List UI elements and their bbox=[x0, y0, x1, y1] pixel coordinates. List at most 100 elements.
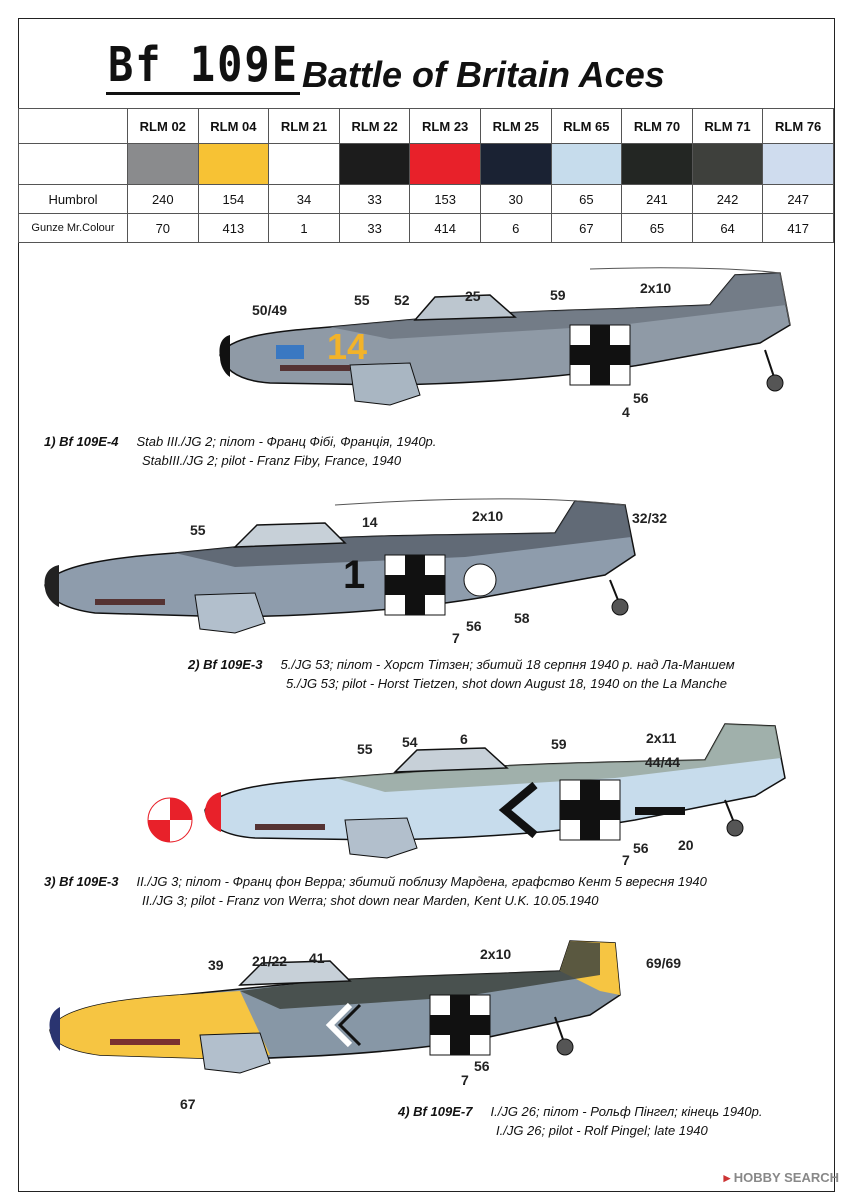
paint-name: RLM 65 bbox=[550, 108, 623, 144]
callout: 59 bbox=[551, 736, 567, 752]
gunze-code: 64 bbox=[691, 213, 764, 243]
watermark-icon: ▸ bbox=[723, 1170, 731, 1185]
caption-en: StabIII./JG 2; pilot - Franz Fiby, Franc… bbox=[142, 453, 402, 468]
callout: 2x10 bbox=[480, 946, 512, 962]
color-swatch bbox=[127, 143, 199, 185]
paint-name: RLM 02 bbox=[127, 108, 199, 144]
callout: 41 bbox=[309, 950, 325, 966]
humbrol-label: Humbrol bbox=[18, 184, 128, 214]
color-swatch bbox=[409, 143, 481, 185]
gunze-label: Gunze Mr.Colour bbox=[18, 213, 128, 243]
color-swatch bbox=[550, 143, 623, 185]
caption-uk: II./JG 3; пілот - Франц фон Верра; збити… bbox=[136, 874, 707, 889]
caption-uk: I./JG 26; пілот - Рольф Пінгел; кінець 1… bbox=[490, 1104, 763, 1119]
aircraft-4-caption: 4) Bf 109E-7 I./JG 26; пілот - Рольф Пін… bbox=[398, 1102, 762, 1140]
humbrol-code: 242 bbox=[691, 184, 764, 214]
callout: 4 bbox=[622, 404, 630, 420]
paint-name: RLM 71 bbox=[691, 108, 764, 144]
color-swatch bbox=[691, 143, 764, 185]
humbrol-code: 34 bbox=[268, 184, 340, 214]
gunze-code: 65 bbox=[621, 213, 693, 243]
aircraft-3-caption: 3) Bf 109E-3 II./JG 3; пілот - Франц фон… bbox=[44, 872, 707, 910]
callout: 69/69 bbox=[646, 955, 682, 971]
humbrol-code: 154 bbox=[197, 184, 270, 214]
callout: 6 bbox=[460, 731, 468, 747]
model-logo: Bf 109E bbox=[108, 36, 300, 93]
gunze-code: 33 bbox=[338, 213, 411, 243]
caption-variant: 4) Bf 109E-7 bbox=[398, 1104, 473, 1119]
callout: 7 bbox=[461, 1072, 469, 1088]
paint-swatch-row bbox=[18, 143, 834, 185]
callout: 2x10 bbox=[640, 280, 672, 296]
gunze-code: 67 bbox=[550, 213, 623, 243]
paint-name: RLM 22 bbox=[338, 108, 411, 144]
callout: 55 bbox=[354, 292, 370, 308]
callout: 56 bbox=[633, 840, 649, 856]
callout: 14 bbox=[362, 514, 378, 530]
caption-uk: 5./JG 53; пілот - Хорст Тітзен; збитий 1… bbox=[280, 657, 735, 672]
callout: 58 bbox=[514, 610, 530, 626]
paint-name: RLM 76 bbox=[762, 108, 834, 144]
humbrol-code: 241 bbox=[621, 184, 693, 214]
gunze-code: 1 bbox=[268, 213, 340, 243]
caption-en: 5./JG 53; pilot - Horst Tietzen, shot do… bbox=[286, 676, 727, 691]
color-swatch bbox=[197, 143, 270, 185]
aircraft-1-profile bbox=[219, 267, 791, 406]
paint-name: RLM 25 bbox=[479, 108, 552, 144]
color-swatch bbox=[338, 143, 411, 185]
humbrol-code: 153 bbox=[409, 184, 481, 214]
callout: 59 bbox=[550, 287, 566, 303]
gunze-code: 413 bbox=[197, 213, 270, 243]
gunze-row: Gunze Mr.Colour 70 413 1 33 414 6 67 65 … bbox=[18, 213, 834, 243]
fuselage-code-2: 1 bbox=[343, 553, 366, 597]
callout: 7 bbox=[452, 630, 460, 646]
callout: 32/32 bbox=[632, 510, 668, 526]
humbrol-code: 33 bbox=[338, 184, 411, 214]
paint-name: RLM 70 bbox=[621, 108, 693, 144]
paint-name: RLM 21 bbox=[268, 108, 340, 144]
callout: 44/44 bbox=[645, 754, 681, 770]
callout: 54 bbox=[402, 734, 418, 750]
page-title: Battle of Britain Aces bbox=[302, 54, 665, 95]
callout: 55 bbox=[357, 741, 373, 757]
humbrol-code: 65 bbox=[550, 184, 623, 214]
fuselage-code-1: 14 bbox=[327, 326, 368, 367]
callout: 52 bbox=[394, 292, 410, 308]
callout: 55 bbox=[190, 522, 206, 538]
paint-name-row: RLM 02 RLM 04 RLM 21 RLM 22 RLM 23 RLM 2… bbox=[18, 108, 834, 144]
callout: 56 bbox=[474, 1058, 490, 1074]
humbrol-code: 247 bbox=[762, 184, 834, 214]
callout: 50/49 bbox=[252, 302, 288, 318]
caption-variant: 1) Bf 109E-4 bbox=[44, 434, 119, 449]
aircraft-3-profile bbox=[147, 723, 786, 859]
caption-en: II./JG 3; pilot - Franz von Werra; shot … bbox=[142, 893, 599, 908]
paint-name: RLM 23 bbox=[409, 108, 481, 144]
paint-table: RLM 02 RLM 04 RLM 21 RLM 22 RLM 23 RLM 2… bbox=[18, 108, 834, 243]
aircraft-2-caption: 2) Bf 109E-3 5./JG 53; пілот - Хорст Тіт… bbox=[188, 655, 735, 693]
callout: 39 bbox=[208, 957, 224, 973]
callout: 20 bbox=[678, 837, 694, 853]
color-swatch bbox=[762, 143, 834, 185]
aircraft-4-profile bbox=[49, 940, 621, 1074]
aircraft-2-profile bbox=[44, 498, 636, 634]
humbrol-code: 30 bbox=[479, 184, 552, 214]
logo-underline bbox=[106, 92, 300, 95]
gunze-code: 6 bbox=[479, 213, 552, 243]
table-corner bbox=[18, 108, 128, 144]
color-swatch bbox=[479, 143, 552, 185]
paint-name: RLM 04 bbox=[197, 108, 270, 144]
gunze-code: 417 bbox=[762, 213, 834, 243]
callout: 7 bbox=[622, 852, 630, 868]
humbrol-row: Humbrol 240 154 34 33 153 30 65 241 242 … bbox=[18, 184, 834, 214]
callout: 21/22 bbox=[252, 953, 288, 969]
caption-variant: 2) Bf 109E-3 bbox=[188, 657, 263, 672]
humbrol-code: 240 bbox=[127, 184, 199, 214]
caption-uk: Stab III./JG 2; пілот - Франц Фібі, Фран… bbox=[136, 434, 437, 449]
color-swatch bbox=[621, 143, 693, 185]
color-swatch bbox=[268, 143, 340, 185]
callout: 2x10 bbox=[472, 508, 504, 524]
caption-en: I./JG 26; pilot - Rolf Pingel; late 1940 bbox=[496, 1123, 708, 1138]
gunze-code: 70 bbox=[127, 213, 199, 243]
gunze-code: 414 bbox=[409, 213, 481, 243]
callout: 25 bbox=[465, 288, 481, 304]
